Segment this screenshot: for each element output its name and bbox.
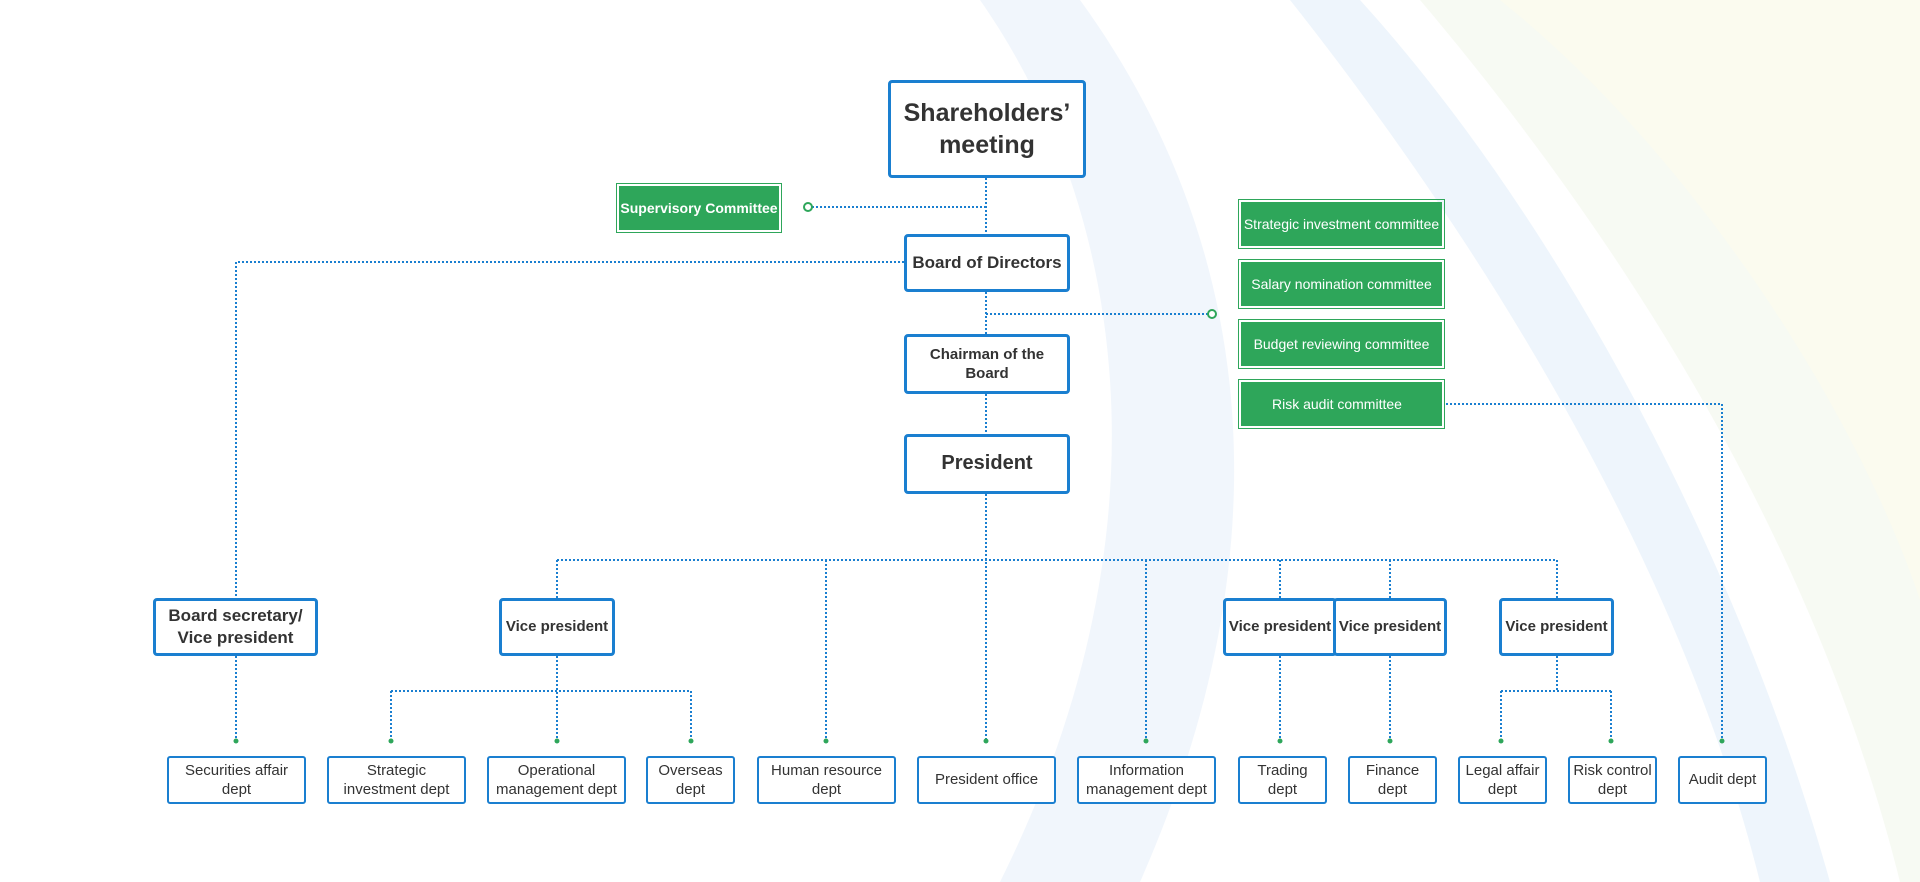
dept-label: Human resource dept	[771, 761, 882, 799]
chairman-label: Chairman of the Board	[929, 345, 1045, 382]
committee-label: Budget reviewing committee	[1253, 336, 1430, 352]
vice-president-node: Vice president	[1499, 598, 1614, 656]
supervisory-committee-node: Supervisory Committee	[616, 183, 782, 233]
dept-information-management: Information management dept	[1077, 756, 1216, 804]
dept-human-resource: Human resource dept	[757, 756, 896, 804]
board-of-directors-label: Board of Directors	[912, 253, 1062, 273]
dept-finance: Finance dept	[1348, 756, 1437, 804]
dept-audit: Audit dept	[1678, 756, 1767, 804]
board-of-directors-node: Board of Directors	[904, 234, 1070, 292]
dept-overseas: Overseas dept	[646, 756, 735, 804]
dept-label: Finance dept	[1365, 761, 1420, 799]
committee-label: Risk audit committee	[1272, 396, 1402, 412]
board-secretary-node: Board secretary/ Vice president	[153, 598, 318, 656]
dept-label: Risk control dept	[1573, 761, 1652, 799]
vice-president-label: Vice president	[1338, 618, 1442, 636]
committee-risk-audit: Risk audit committee	[1238, 379, 1445, 429]
vice-president-node: Vice president	[1333, 598, 1447, 656]
dept-securities-affair: Securities affair dept	[167, 756, 306, 804]
committee-label: Strategic investment committee	[1243, 216, 1440, 232]
dept-strategic-investment: Strategic investment dept	[327, 756, 466, 804]
board-secretary-label: Board secretary/ Vice president	[168, 606, 303, 647]
president-label: President	[941, 452, 1033, 475]
dept-label: Audit dept	[1688, 771, 1757, 789]
dept-risk-control: Risk control dept	[1568, 756, 1657, 804]
committee-salary-nomination: Salary nomination committee	[1238, 259, 1445, 309]
dept-label: Legal affair dept	[1465, 761, 1540, 799]
dept-label: Securities affair dept	[184, 761, 289, 799]
vice-president-label: Vice president	[1228, 618, 1332, 636]
shareholders-meeting-node: Shareholders’ meeting	[888, 80, 1086, 178]
dept-label: Information management dept	[1086, 761, 1207, 799]
president-node: President	[904, 434, 1070, 494]
dept-label: Overseas dept	[658, 761, 723, 799]
vice-president-label: Vice president	[1505, 618, 1608, 636]
committee-budget-reviewing: Budget reviewing committee	[1238, 319, 1445, 369]
committee-strategic-investment: Strategic investment committee	[1238, 199, 1445, 249]
shareholders-meeting-label: Shareholders’ meeting	[903, 99, 1071, 159]
dept-label: President office	[934, 771, 1039, 789]
vice-president-label: Vice president	[505, 618, 609, 636]
chairman-node: Chairman of the Board	[904, 334, 1070, 394]
dept-operational-management: Operational management dept	[487, 756, 626, 804]
dept-label: Trading dept	[1257, 761, 1308, 799]
dept-legal-affair: Legal affair dept	[1458, 756, 1547, 804]
vice-president-node: Vice president	[499, 598, 615, 656]
committee-label: Salary nomination committee	[1251, 276, 1432, 292]
dept-label: Operational management dept	[496, 761, 617, 799]
vice-president-node: Vice president	[1223, 598, 1337, 656]
dept-president-office: President office	[917, 756, 1056, 804]
dept-label: Strategic investment dept	[343, 761, 450, 799]
supervisory-committee-label: Supervisory Committee	[620, 200, 778, 216]
dept-trading: Trading dept	[1238, 756, 1327, 804]
